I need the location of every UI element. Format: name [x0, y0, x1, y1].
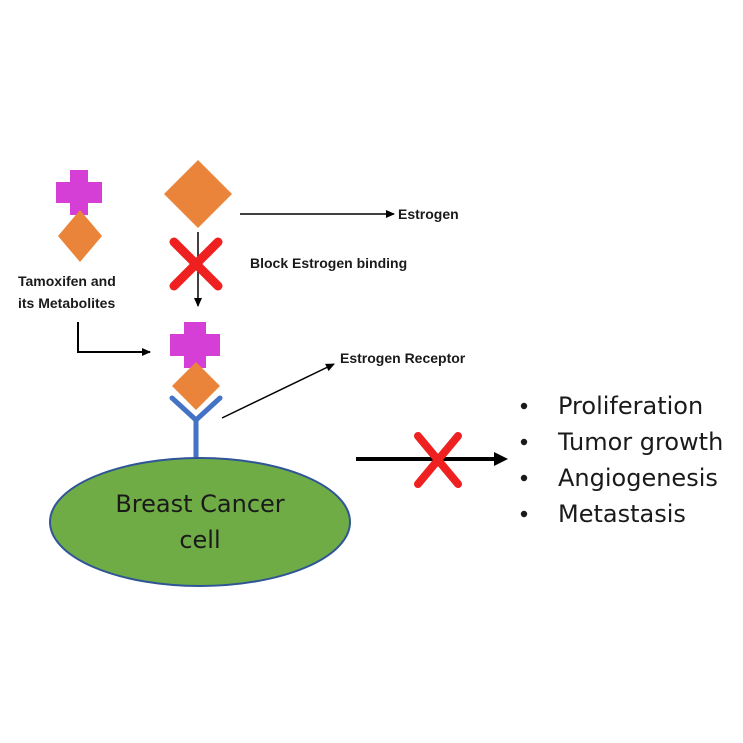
receptor-pointer-arrow [221, 363, 335, 419]
bound-plus-shape [170, 322, 220, 368]
outcome-bullet [520, 474, 528, 482]
tamoxifen-diamond-shape [58, 210, 102, 262]
bound-diamond-shape [172, 362, 220, 410]
receptor-label: Estrogen Receptor [340, 350, 466, 366]
breast-cancer-cell [49, 457, 351, 587]
estrogen-diamond-shape [164, 160, 232, 228]
block-binding-label: Block Estrogen binding [250, 255, 407, 271]
estrogen-receptor-icon [169, 395, 223, 461]
tamoxifen-molecule [56, 170, 102, 262]
outcome-item: Metastasis [558, 500, 686, 528]
tamoxifen-label-line2: its Metabolites [18, 295, 115, 311]
outcome-item: Angiogenesis [558, 464, 718, 492]
outcome-bullet [520, 438, 528, 446]
cell-label-line2: cell [179, 526, 220, 554]
tamoxifen-binding-arrow [77, 322, 151, 356]
outcome-bullet [520, 510, 528, 518]
outcome-bullet [520, 402, 528, 410]
outcome-arrowhead [494, 452, 508, 466]
outcome-block-cross-icon [414, 432, 462, 488]
bound-complex [170, 322, 220, 410]
tamoxifen-label-line1: Tamoxifen and [18, 273, 116, 289]
estrogen-label: Estrogen [398, 206, 459, 222]
outcome-item: Tumor growth [557, 428, 723, 456]
tamoxifen-plus-shape [56, 170, 102, 215]
outcome-item: Proliferation [558, 392, 703, 420]
cell-label-line1: Breast Cancer [115, 490, 284, 518]
block-cross-icon [169, 237, 223, 291]
